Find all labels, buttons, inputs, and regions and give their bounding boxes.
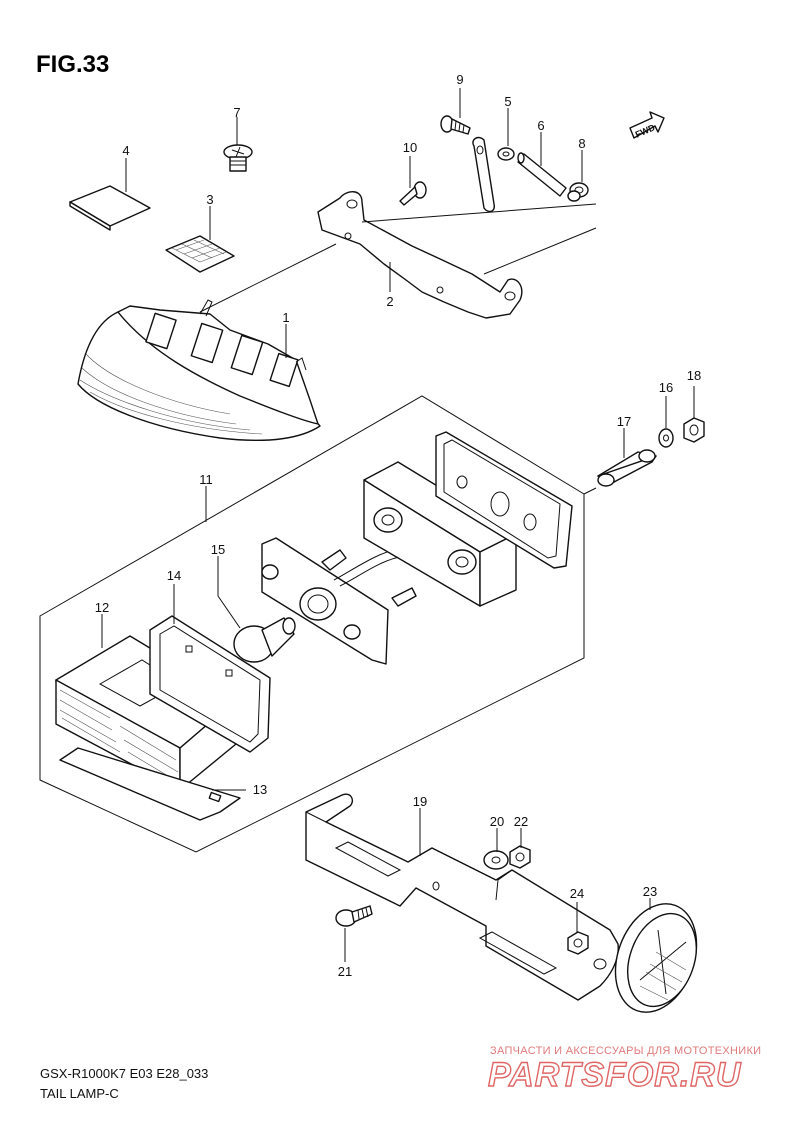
- callout-23: 23: [643, 884, 657, 899]
- callout-5: 5: [504, 94, 511, 109]
- callout-6: 6: [537, 118, 544, 133]
- part-20-washer: [483, 850, 509, 870]
- callout-22: 22: [514, 814, 528, 829]
- callout-21: 21: [338, 964, 352, 979]
- callout-11: 11: [199, 472, 213, 487]
- part-1-tail-lamp: [77, 299, 321, 442]
- watermark-brand: PARTSFOR.RU: [488, 1056, 742, 1094]
- callout-17: 17: [617, 414, 631, 429]
- part-22-nut: [509, 845, 531, 869]
- part-10-screw: [399, 181, 427, 206]
- figure-title: FIG.33: [36, 51, 109, 78]
- part-3-reflector: [165, 235, 235, 273]
- part-4-label-sticker: [69, 185, 151, 231]
- part-21-bolt: [335, 905, 373, 927]
- callout-10: 10: [403, 140, 417, 155]
- part-11-assembly-outline: [39, 395, 585, 853]
- callout-8: 8: [578, 136, 585, 151]
- callout-14: 14: [167, 568, 181, 583]
- callout-13: 13: [253, 782, 267, 797]
- watermark-tagline: ЗАПЧАСТИ И АКСЕССУАРЫ ДЛЯ МОТОТЕХНИКИ: [490, 1045, 761, 1057]
- part-24-nut: [567, 931, 589, 955]
- callout-24: 24: [570, 886, 584, 901]
- part-7-screw: [223, 144, 253, 172]
- callout-2: 2: [386, 294, 393, 309]
- fwd-arrow-icon: FWD: [629, 111, 665, 140]
- callout-numbers: 4 3 7 9 5 6 8 10 2 1 11 12 13 14 15 16 1…: [95, 72, 701, 979]
- part-17-spacer: [597, 449, 657, 487]
- callout-19: 19: [413, 794, 427, 809]
- part-23-round-reflector: [614, 903, 698, 1013]
- diagram-name: TAIL LAMP-C: [40, 1086, 119, 1101]
- part-19-license-bracket: [305, 793, 619, 1001]
- part-14-gasket: [149, 615, 271, 753]
- part-6-collar: [517, 152, 567, 197]
- callout-3: 3: [206, 192, 213, 207]
- leader-lines: [101, 88, 695, 962]
- callout-20: 20: [490, 814, 504, 829]
- part-16-washer: [658, 428, 674, 448]
- part-13-plate: [59, 747, 241, 821]
- model-code: GSX-R1000K7 E03 E28_033: [40, 1066, 208, 1081]
- part-8-grommet: [567, 182, 589, 202]
- part-2-bracket: [317, 191, 523, 319]
- part-5-washer: [497, 147, 515, 161]
- callout-12: 12: [95, 600, 109, 615]
- callout-4: 4: [122, 143, 129, 158]
- part-15-bulb: [233, 617, 296, 663]
- callout-18: 18: [687, 368, 701, 383]
- callout-16: 16: [659, 380, 673, 395]
- callout-9: 9: [456, 72, 463, 87]
- lamp-housing-box: [363, 461, 517, 607]
- socket-board: [261, 527, 443, 665]
- callout-7: 7: [233, 105, 240, 120]
- part-18-nut: [683, 417, 705, 443]
- callout-15: 15: [211, 542, 225, 557]
- rear-cover: [435, 431, 573, 569]
- part-9-bolt: [440, 115, 471, 135]
- callout-1: 1: [282, 310, 289, 325]
- bracket-strap: [472, 136, 496, 213]
